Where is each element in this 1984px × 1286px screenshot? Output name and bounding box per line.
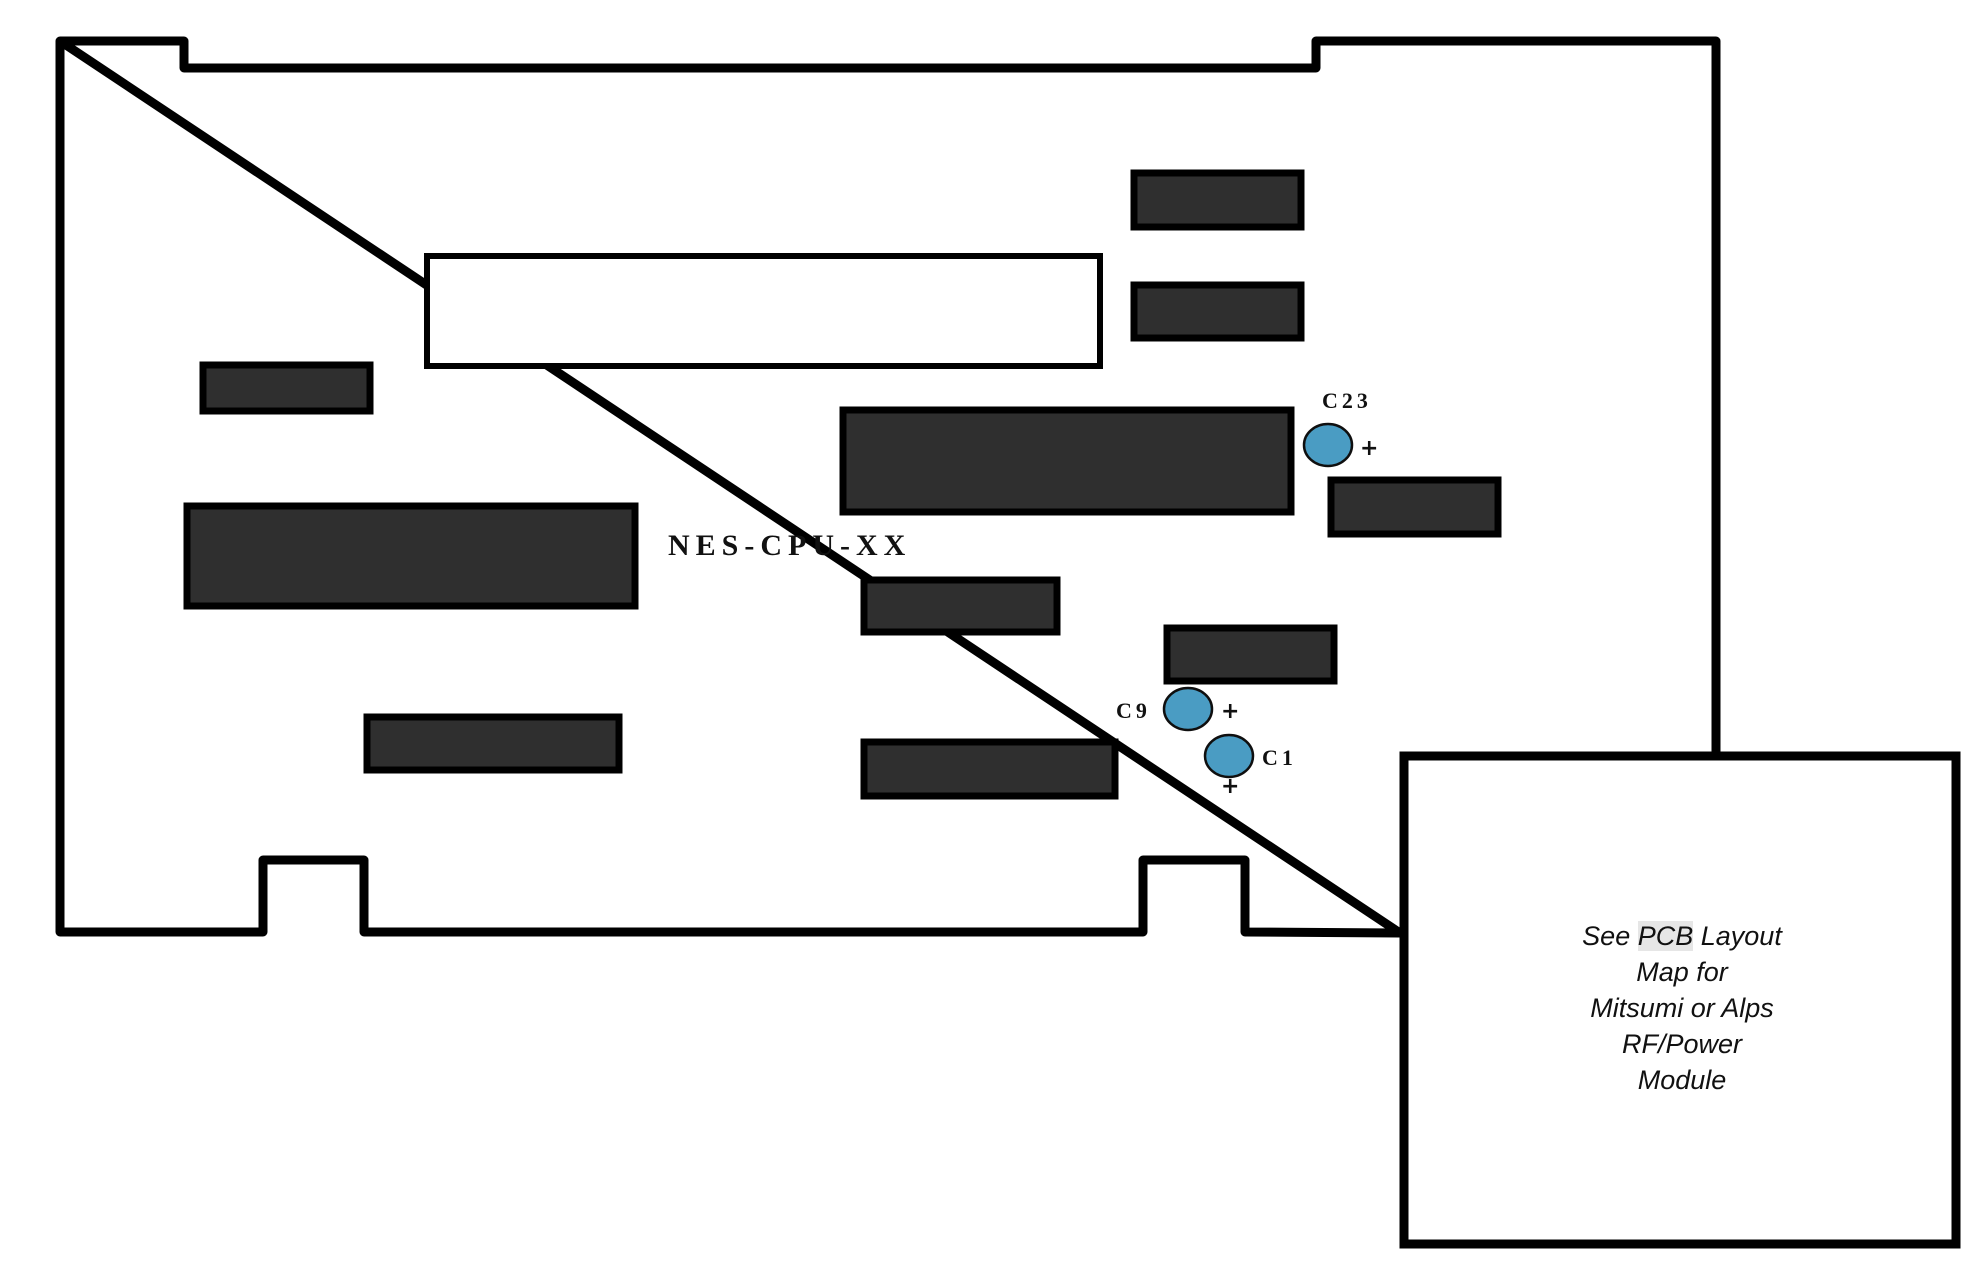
module-note-line-3: Mitsumi or Alps <box>1590 993 1774 1023</box>
polarity-mark-c23: + <box>1360 436 1378 461</box>
capacitor-label-c9: C9 <box>1116 698 1151 723</box>
module-note-line-5: Module <box>1637 1065 1727 1095</box>
module-note-line-2: Map for <box>1636 957 1728 987</box>
board-outline <box>55 36 1721 938</box>
board-label: NES-CPU-XX <box>668 529 911 562</box>
polarity-mark-c1: + <box>1221 774 1239 799</box>
module-note-line-1-pre: See <box>1582 921 1638 951</box>
module-note: See PCB Layout Map for Mitsumi or Alps R… <box>1404 918 1960 1098</box>
capacitor-c9 <box>1162 686 1214 732</box>
polarity-mark-c9: + <box>1221 699 1239 724</box>
capacitor-c1 <box>1203 733 1255 779</box>
capacitor-label-c23: C23 <box>1322 388 1372 413</box>
component-right-small <box>1327 476 1502 538</box>
component-left-small <box>199 361 374 415</box>
module-note-highlight: PCB <box>1637 921 1694 951</box>
module-note-line-1-post: Layout <box>1693 921 1782 951</box>
component-center-large <box>839 406 1295 516</box>
component-left-large <box>183 502 639 610</box>
component-bottom-center <box>860 738 1119 800</box>
component-right-middle <box>1163 624 1338 685</box>
capacitor-c23 <box>1302 422 1354 468</box>
rf-power-module-box <box>1399 751 1961 1249</box>
component-top-right-2 <box>1130 281 1305 342</box>
cartridge-slot <box>424 253 1103 369</box>
component-top-right-1 <box>1130 169 1305 231</box>
capacitor-label-c1: C1 <box>1262 745 1297 770</box>
module-note-line-1: See PCB Layout <box>1404 918 1960 954</box>
component-bottom-left <box>363 713 623 774</box>
component-center-small <box>860 576 1061 636</box>
module-note-line-4: RF/Power <box>1621 1029 1743 1059</box>
